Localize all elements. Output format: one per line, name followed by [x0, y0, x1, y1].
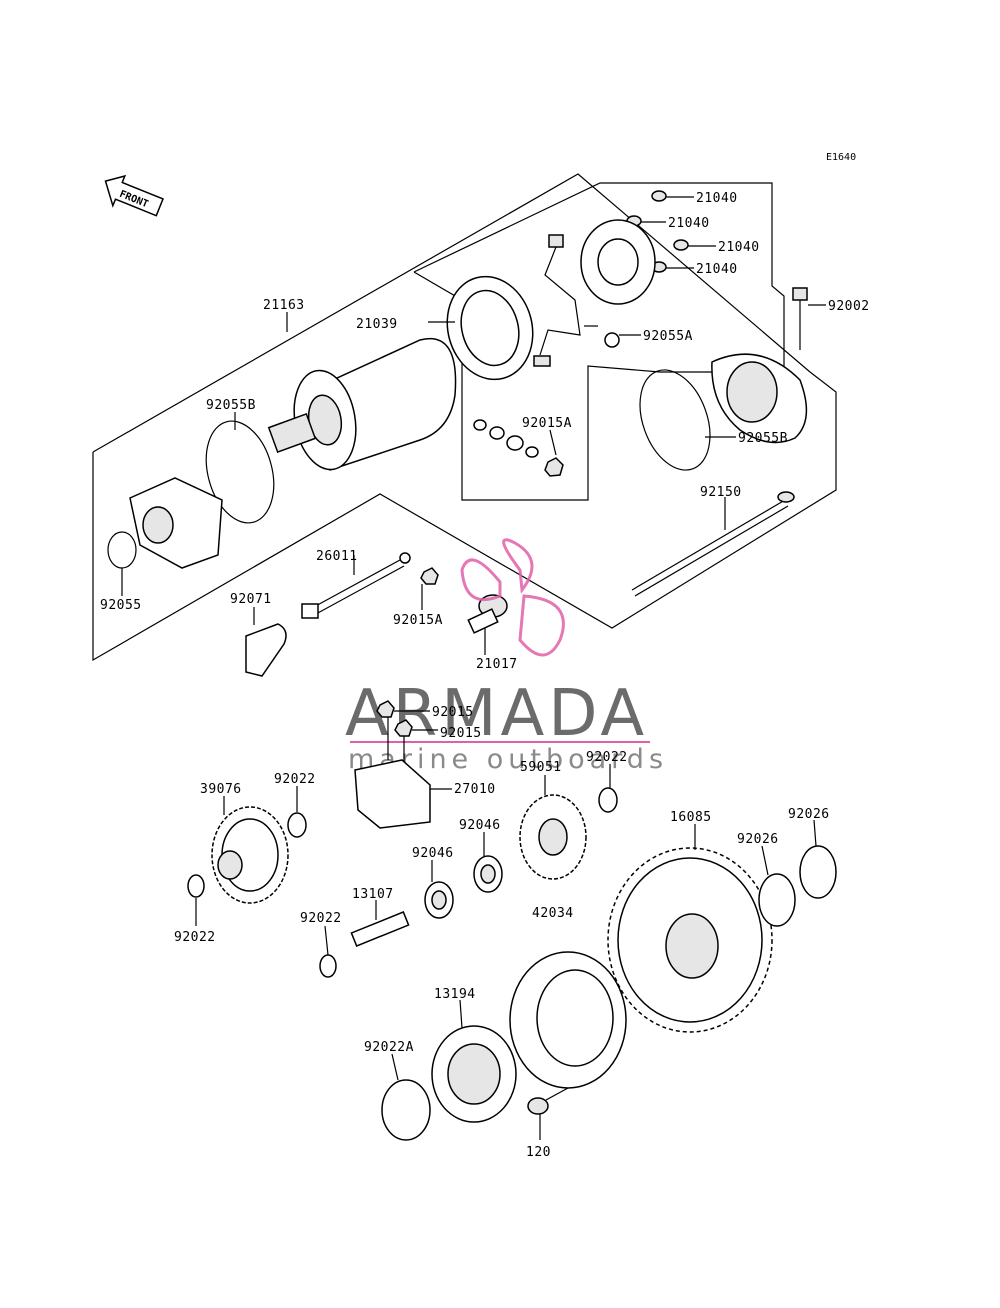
- label-92026-a: 92026: [788, 807, 830, 822]
- label-16085: 16085: [670, 810, 712, 825]
- watermark-brand: ARMADA: [345, 677, 648, 751]
- bearing-92046-a-part: [424, 881, 454, 919]
- washer-92022-top-part: [287, 812, 307, 838]
- label-92026-b: 92026: [737, 832, 779, 847]
- bolt-92150-part: [631, 491, 795, 597]
- label-92022-mid: 92022: [300, 911, 342, 926]
- gear-16085-part: [607, 847, 773, 1033]
- label-92022-top: 92022: [586, 750, 628, 765]
- leader-lines: [121, 196, 826, 1140]
- label-92015-a: 92015: [432, 705, 474, 720]
- label-42034: 42034: [532, 906, 574, 921]
- label-21017: 21017: [476, 657, 518, 672]
- label-92015a-top: 92015A: [522, 416, 572, 431]
- washer-92022-mid-part: [319, 954, 337, 978]
- washer-92022-left-part: [187, 874, 205, 898]
- washer-92026-a-part: [758, 873, 796, 927]
- nut-92015a-lower-part: [420, 567, 439, 585]
- lead-26011-part: [301, 552, 411, 619]
- o-ring-92055b-right-part: [639, 369, 711, 471]
- label-92046-a: 92046: [459, 818, 501, 833]
- bolt-92002-part: [792, 287, 808, 324]
- label-13107: 13107: [352, 887, 394, 902]
- label-92015a-bottom: 92015A: [393, 613, 443, 628]
- label-92022-bottom-left: 92022: [174, 930, 216, 945]
- label-92150: 92150: [700, 485, 742, 500]
- label-92022-left: 92022: [274, 772, 316, 787]
- gear-59051-part: [519, 794, 587, 880]
- label-92055b-right: 92055B: [738, 431, 788, 446]
- label-26011: 26011: [316, 549, 358, 564]
- washer-92022-right-part: [598, 787, 618, 813]
- label-21040-b: 21040: [668, 216, 710, 231]
- label-92055b-left: 92055B: [206, 398, 256, 413]
- brush-holder-21039-part: [446, 275, 534, 381]
- label-27010: 27010: [454, 782, 496, 797]
- label-21040-a: 21040: [696, 191, 738, 206]
- front-cover-part: [129, 477, 223, 569]
- starter-relay-27010-part: [354, 700, 431, 829]
- label-92055: 92055: [100, 598, 142, 613]
- washer-92026-b-part: [799, 845, 837, 899]
- bolt-120-part: [527, 1087, 569, 1115]
- clutch-13194-part: [431, 1025, 517, 1123]
- shaft-13107-part: [350, 911, 410, 947]
- boot-92071-part: [245, 623, 287, 677]
- label-39076: 39076: [200, 782, 242, 797]
- o-ring-92055a-part: [604, 332, 620, 348]
- bearing-92046-b-part: [473, 855, 503, 893]
- diagram-code: E1640: [826, 152, 856, 163]
- label-59051: 59051: [520, 760, 562, 775]
- label-13194: 13194: [434, 987, 476, 1002]
- o-ring-92055-part: [107, 531, 137, 569]
- motor-yoke-21163-part: [267, 338, 457, 471]
- front-arrow-icon: FRONT: [104, 174, 164, 217]
- rear-cover-part: [711, 353, 808, 444]
- label-21040-c: 21040: [718, 240, 760, 255]
- label-92015-b: 92015: [440, 726, 482, 741]
- assembly-outline: [92, 173, 837, 662]
- armada-logo: [460, 538, 565, 657]
- o-ring-92055b-left-part: [205, 420, 275, 524]
- label-120: 120: [526, 1145, 551, 1160]
- washer-92022a-part: [381, 1079, 431, 1141]
- label-92071: 92071: [230, 592, 272, 607]
- label-92055a: 92055A: [643, 329, 693, 344]
- label-21039: 21039: [356, 317, 398, 332]
- gear-39076-part: [211, 806, 289, 904]
- washer-92015a-group: [473, 419, 564, 477]
- label-21040-d: 21040: [696, 262, 738, 277]
- brush-plate-part: [533, 219, 656, 367]
- shaft-21017-part: [467, 594, 508, 634]
- housing-42034-part: [509, 951, 627, 1089]
- label-21163: 21163: [263, 298, 305, 313]
- label-92046-b: 92046: [412, 846, 454, 861]
- label-92022a: 92022A: [364, 1040, 414, 1055]
- label-92002: 92002: [828, 299, 870, 314]
